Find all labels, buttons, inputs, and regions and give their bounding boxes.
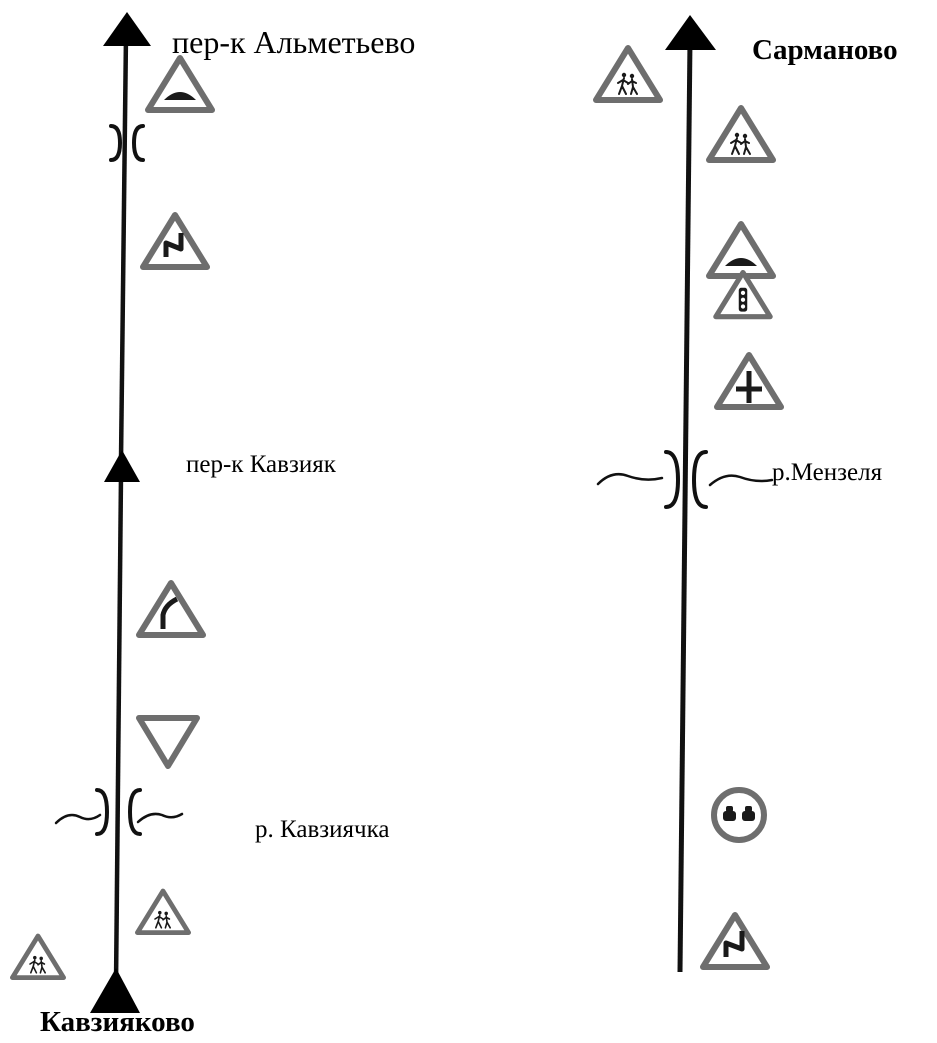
crossroads-sign bbox=[717, 355, 781, 407]
label-mid-kavziyak: пер-к Кавзияк bbox=[186, 451, 336, 478]
left-road-lower-line bbox=[113, 474, 124, 986]
yield-sign bbox=[136, 715, 200, 769]
children-sign-right-second bbox=[709, 108, 773, 160]
right-road-line bbox=[677, 39, 693, 973]
right-top-arrowhead bbox=[665, 15, 716, 50]
children-sign-left-far bbox=[12, 936, 63, 978]
traffic-light-sign bbox=[716, 273, 770, 317]
label-start-kavziyakovo: Кавзияково bbox=[40, 1006, 195, 1038]
left-top-arrowhead bbox=[103, 12, 151, 46]
children-sign-right-top bbox=[596, 48, 660, 100]
left-route bbox=[12, 12, 212, 1013]
curve-left-sign bbox=[139, 583, 203, 635]
right-route bbox=[596, 15, 781, 973]
left-bottom-arrowhead bbox=[90, 968, 140, 1013]
no-overtaking-sign bbox=[711, 787, 767, 843]
label-end-sarmanovo: Сарманово bbox=[752, 34, 898, 66]
label-end-almetyevo: пер-к Альметьево bbox=[172, 24, 416, 60]
bridge-symbol-upper bbox=[109, 124, 145, 162]
speed-bump-sign bbox=[148, 58, 212, 110]
speed-bump-sign-right bbox=[709, 224, 773, 276]
double-curve-sign bbox=[703, 915, 767, 967]
left-mid-arrowhead bbox=[104, 450, 140, 482]
left-road-upper-line bbox=[118, 34, 129, 461]
label-river-kavziyachka: р. Кавзиячка bbox=[255, 816, 390, 843]
winding-road-sign bbox=[143, 215, 207, 267]
label-river-menzelya: р.Мензеля bbox=[772, 459, 883, 486]
river-bridge-left bbox=[54, 788, 184, 836]
river-bridge-right bbox=[596, 450, 774, 509]
children-sign-left-near bbox=[137, 891, 188, 933]
